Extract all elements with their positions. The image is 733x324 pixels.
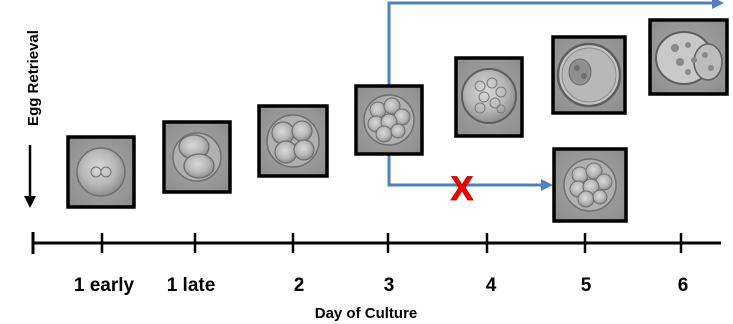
embryo-image-day3 <box>356 86 422 154</box>
axis-tick-label: 2 <box>294 275 305 296</box>
timeline-tick-labels: 1 early 1 late 2 3 4 5 6 <box>74 275 688 296</box>
embryo-image-day1-early <box>68 137 134 207</box>
egg-retrieval-label: Egg Retrieval <box>25 30 42 126</box>
upper-progression-arrowhead <box>712 0 724 9</box>
axis-tick-label: 1 early <box>74 275 135 296</box>
axis-tick-label: 6 <box>678 275 689 296</box>
embryo-image-day1-late <box>164 122 230 192</box>
axis-tick-label: 3 <box>384 275 395 296</box>
lower-arrested-arrowhead <box>541 179 553 191</box>
axis-tick-label: 5 <box>581 275 592 296</box>
axis-tick-label: 1 late <box>167 275 216 296</box>
egg-retrieval-arrowhead <box>24 196 36 208</box>
embryo-image-day5-arrested <box>554 149 626 221</box>
axis-title: Day of Culture <box>315 305 418 322</box>
embryo-image-day5-blastocyst <box>553 37 625 113</box>
blocked-mark: X <box>451 170 474 208</box>
embryo-image-day4 <box>456 58 522 136</box>
embryo-image-day6-hatching <box>650 20 727 94</box>
axis-tick-label: 4 <box>486 275 497 296</box>
embryo-image-day2 <box>259 106 327 176</box>
